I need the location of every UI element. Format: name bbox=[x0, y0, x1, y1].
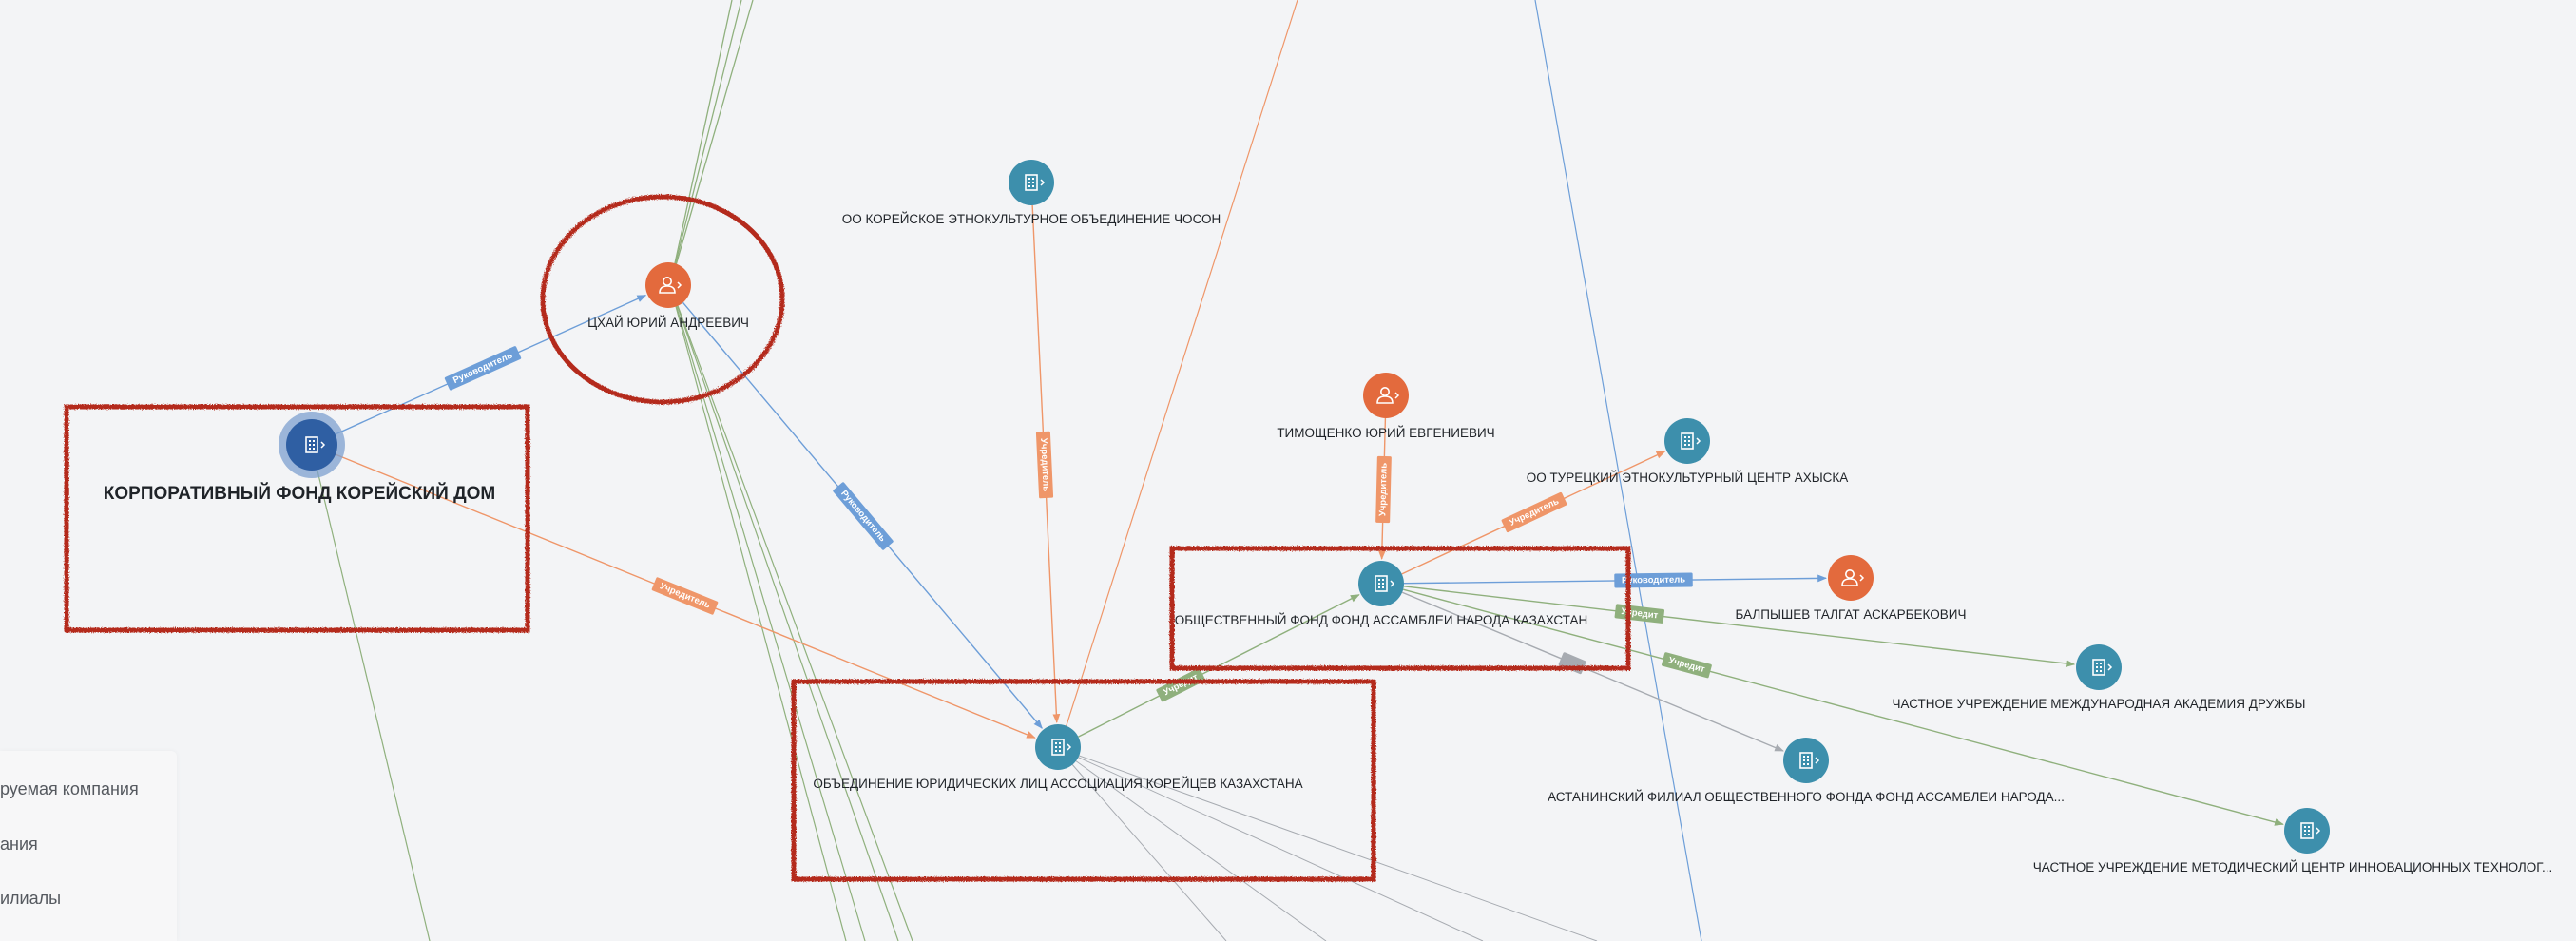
node-choson[interactable] bbox=[1009, 160, 1054, 205]
edge-tag-label: Руководитель bbox=[838, 489, 888, 545]
edge-association-to-assembly[interactable] bbox=[1078, 594, 1360, 738]
person-icon bbox=[659, 277, 682, 294]
legend-panel: руемая компания ания илиалы bbox=[0, 751, 177, 941]
building-icon bbox=[1025, 174, 1046, 191]
highlight-box-korean-house bbox=[64, 404, 530, 633]
building-icon bbox=[1051, 739, 1072, 756]
edge-tag-timoshchenko-to-assembly: Учредитель bbox=[1375, 455, 1392, 524]
edge-assembly-to-academy[interactable] bbox=[1403, 586, 2076, 667]
legend-item-managed-company[interactable]: руемая компания bbox=[0, 779, 139, 798]
edge-tag-background bbox=[1375, 455, 1392, 524]
edge-assembly-to-astana_branch[interactable] bbox=[1401, 591, 1784, 752]
company-node-circle[interactable] bbox=[2076, 644, 2122, 690]
highlight-ellipse bbox=[540, 194, 785, 405]
edge-tag-label: Руководитель bbox=[1622, 575, 1685, 586]
highlight-box-association bbox=[791, 679, 1376, 882]
company-node-circle[interactable] bbox=[286, 419, 337, 470]
edge-tag-label: Руководитель bbox=[452, 351, 514, 387]
legend-item-branches[interactable]: илиалы bbox=[0, 889, 62, 908]
edge-tag-background bbox=[651, 577, 719, 615]
company-node-circle[interactable] bbox=[1664, 418, 1710, 464]
node-assembly[interactable] bbox=[1358, 561, 1404, 606]
node-label-korean-house: КОРПОРАТИВНЫЙ ФОНД КОРЕЙСКИЙ ДОМ bbox=[104, 483, 495, 504]
node-label-balpyshev: БАЛПЫШЕВ ТАЛГАТ АСКАРБЕКОВИЧ bbox=[1736, 607, 1967, 622]
edge-tag-tskhai-to-association: Руководитель bbox=[833, 482, 894, 550]
building-icon bbox=[1375, 575, 1395, 592]
legend-item-companies[interactable]: ания bbox=[0, 835, 38, 854]
node-label-turkish: ОО ТУРЕЦКИЙ ЭТНОКУЛЬТУРНЫЙ ЦЕНТР АХЫСКА bbox=[1527, 470, 1849, 485]
node-academy[interactable] bbox=[2076, 644, 2122, 690]
edge-tag-korean_house-to-tskhai: Руководитель bbox=[444, 346, 522, 391]
edge-tag-label: Учредитель bbox=[1377, 463, 1389, 517]
node-label-timoshchenko: ТИМОЩЕНКО ЮРИЙ ЕВГЕНИЕВИЧ bbox=[1277, 426, 1494, 440]
node-method-center[interactable] bbox=[2284, 808, 2330, 854]
edge-tag-assembly-to-turkish: Учредитель bbox=[1501, 491, 1567, 533]
company-node-circle[interactable] bbox=[1358, 561, 1404, 606]
person-icon bbox=[1841, 569, 1865, 586]
node-label-academy: ЧАСТНОЕ УЧРЕЖДЕНИЕ МЕЖДУНАРОДНАЯ АКАДЕМИ… bbox=[1893, 697, 2306, 711]
edge-tag-assembly-to-astana_branch bbox=[1558, 652, 1586, 675]
edge-tag-label: Учредитель bbox=[1038, 438, 1051, 492]
building-icon bbox=[1799, 752, 1820, 769]
edge-tag-background bbox=[444, 346, 522, 391]
edge-tag-background bbox=[1661, 652, 1712, 679]
edge-tag-label: Учредитель bbox=[1508, 496, 1561, 528]
highlight-box-assembly bbox=[1169, 546, 1631, 671]
company-node-circle[interactable] bbox=[1783, 738, 1829, 783]
node-tskhai[interactable] bbox=[645, 262, 691, 308]
node-balpyshev[interactable] bbox=[1828, 555, 1874, 601]
node-korean-house[interactable] bbox=[279, 412, 345, 478]
edge-tag-background bbox=[1614, 572, 1693, 588]
node-label-tskhai: ЦХАЙ ЮРИЙ АНДРЕЕВИЧ bbox=[587, 316, 749, 330]
edge-tag-korean_house-to-association: Учредитель bbox=[651, 577, 719, 615]
building-icon bbox=[2092, 659, 2113, 676]
node-timoshchenko[interactable] bbox=[1363, 373, 1409, 418]
edge-tag-assembly-to-balpyshev: Руководитель bbox=[1614, 572, 1693, 588]
company-node-circle[interactable] bbox=[1035, 724, 1081, 770]
company-node-circle[interactable] bbox=[1009, 160, 1054, 205]
node-label-association: ОБЪЕДИНЕНИЕ ЮРИДИЧЕСКИХ ЛИЦ АССОЦИАЦИЯ К… bbox=[813, 777, 1302, 791]
edge-tag-background bbox=[1156, 667, 1206, 702]
node-label-astana-branch: АСТАНИНСКИЙ ФИЛИАЛ ОБЩЕСТВЕННОГО ФОНДА Ф… bbox=[1548, 790, 2065, 804]
offscreen-edges bbox=[311, 0, 1702, 941]
company-node-circle[interactable] bbox=[2284, 808, 2330, 854]
person-icon bbox=[1376, 387, 1400, 404]
edge-tag-background bbox=[833, 482, 894, 550]
edge-tag-association-to-assembly: Учредит bbox=[1156, 667, 1206, 702]
edge-tag-choson-to-association: Учредитель bbox=[1035, 431, 1054, 499]
edge-assembly-to-method_center[interactable] bbox=[1403, 588, 2284, 826]
building-icon bbox=[2300, 822, 2321, 839]
node-label-choson: ОО КОРЕЙСКОЕ ЭТНОКУЛЬТУРНОЕ ОБЪЕДИНЕНИЕ … bbox=[842, 212, 1221, 226]
edge-tag-assembly-to-academy: Учредит bbox=[1614, 604, 1665, 624]
highlight-annotations bbox=[64, 194, 1631, 882]
edge-tag-background bbox=[1035, 431, 1054, 499]
edge-tag-background bbox=[1558, 652, 1586, 675]
node-label-assembly: ОБЩЕСТВЕННЫЙ ФОНД ФОНД АССАМБЛЕИ НАРОДА … bbox=[1175, 613, 1587, 627]
node-label-method-center: ЧАСТНОЕ УЧРЕЖДЕНИЕ МЕТОДИЧЕСКИЙ ЦЕНТР ИН… bbox=[2033, 860, 2552, 874]
edge-tag-background bbox=[1501, 491, 1567, 533]
building-icon bbox=[1681, 432, 1701, 450]
node-astana-branch[interactable] bbox=[1783, 738, 1829, 783]
node-association[interactable] bbox=[1035, 724, 1081, 770]
edge-tag-assembly-to-method_center: Учредит bbox=[1661, 652, 1712, 679]
building-icon bbox=[305, 436, 326, 453]
node-turkish[interactable] bbox=[1664, 418, 1710, 464]
